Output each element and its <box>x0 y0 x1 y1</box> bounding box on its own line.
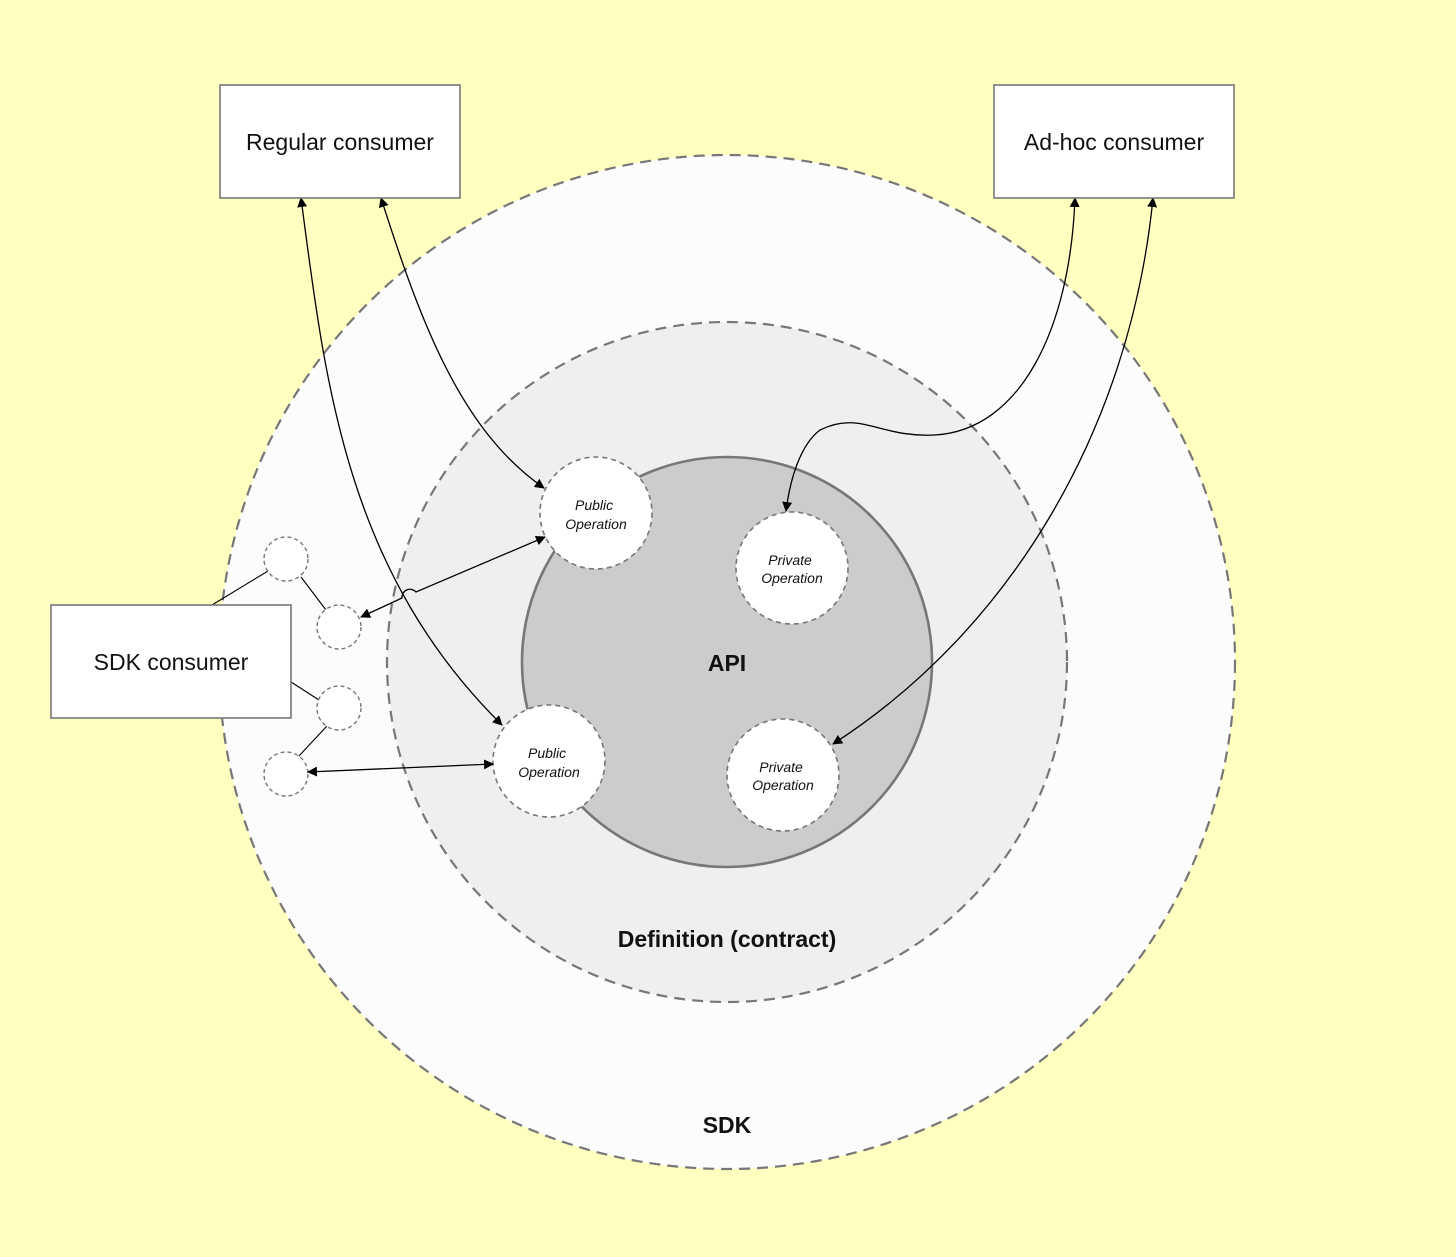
regular-consumer-rect <box>219 84 461 199</box>
public-operation-top-line-2: Operation <box>565 516 627 532</box>
public-operation-bottom-line-1: Public <box>528 745 566 761</box>
public-operation-top-label: Public Operation <box>565 497 627 532</box>
sdk-node-4 <box>263 751 309 797</box>
public-operation-bottom-node[interactable] <box>492 704 606 818</box>
sdk-consumer-label: SDK consumer <box>94 649 249 675</box>
sdk-connector-4 <box>297 725 328 758</box>
public-operation-bottom-label: Public Operation <box>518 745 580 780</box>
sdk-connector-1 <box>211 570 269 606</box>
private-operation-top-line-1: Private <box>768 552 812 568</box>
private-operation-bottom-label: Private Operation <box>752 759 814 793</box>
public-operation-top-node[interactable] <box>539 456 653 570</box>
sdk-label: SDK <box>703 1112 752 1138</box>
private-operation-top-node[interactable] <box>735 511 849 625</box>
sdk-consumer-box[interactable]: SDK consumer <box>50 604 292 719</box>
sdk-node-3 <box>316 685 362 731</box>
adhoc-consumer-label: Ad-hoc consumer <box>1024 129 1205 155</box>
sdk-consumer-rect <box>50 604 292 719</box>
private-operation-top-label: Private Operation <box>761 552 823 586</box>
definition-label: Definition (contract) <box>618 926 837 952</box>
sdk-node-2 <box>316 604 362 650</box>
private-operation-bottom-node[interactable] <box>726 718 840 832</box>
private-operation-bottom-line-1: Private <box>759 759 803 775</box>
public-operation-top-line-1: Public <box>575 497 613 513</box>
edge-regular-to-public-bottom <box>297 197 503 726</box>
edge-sdk-node-to-public-bottom <box>307 759 494 777</box>
regular-consumer-box[interactable]: Regular consumer <box>219 84 461 199</box>
sdk-node-1 <box>263 536 309 582</box>
private-operation-top-line-2: Operation <box>761 570 823 586</box>
regular-consumer-label: Regular consumer <box>246 129 434 155</box>
edge-adhoc-to-private-bottom <box>832 197 1158 745</box>
public-operation-bottom-line-2: Operation <box>518 764 580 780</box>
adhoc-consumer-rect <box>993 84 1235 199</box>
operation-nodes <box>492 456 849 832</box>
edge-sdk-node-to-public-top <box>360 535 546 618</box>
adhoc-consumer-box[interactable]: Ad-hoc consumer <box>993 84 1235 199</box>
api-label: API <box>708 650 746 676</box>
private-operation-bottom-line-2: Operation <box>752 777 814 793</box>
